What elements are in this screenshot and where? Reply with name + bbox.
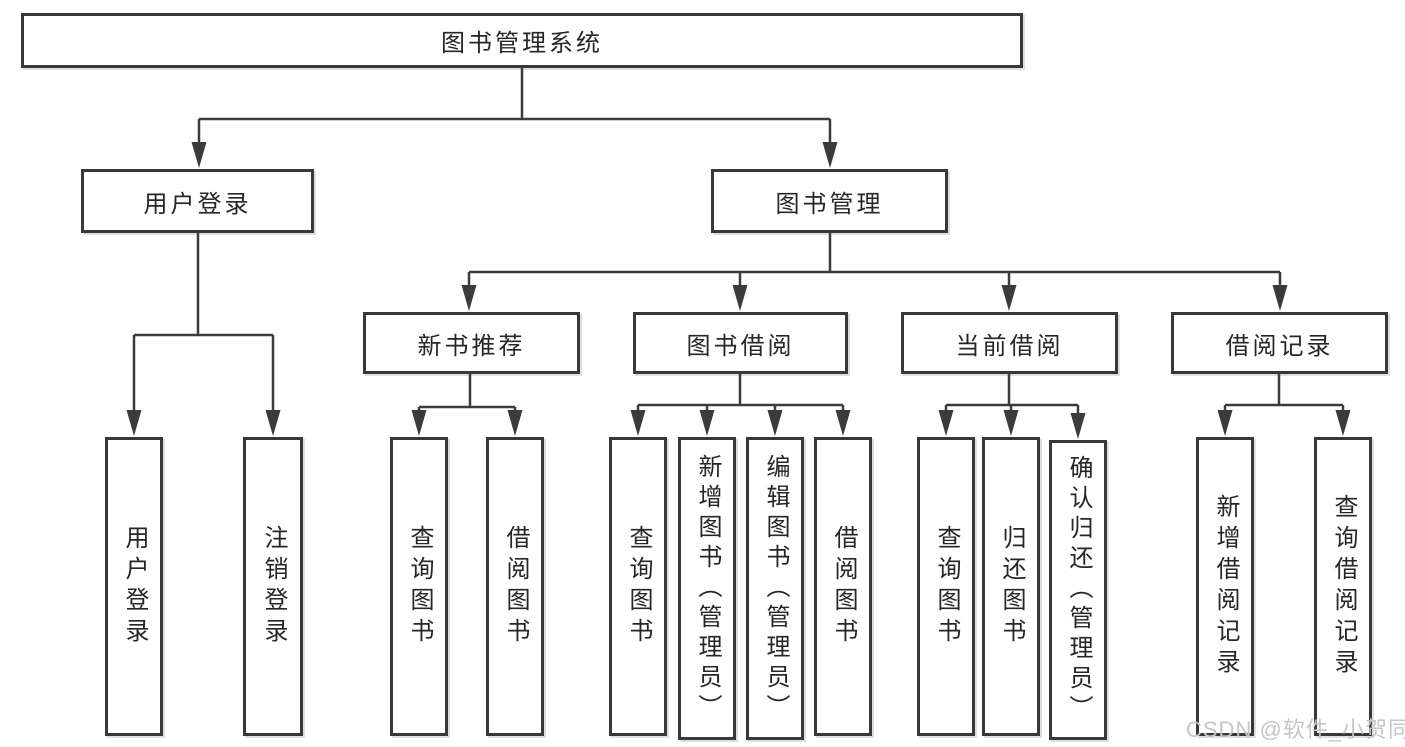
leaf-bb-add-books-admin-label: 新增图书（管理员） [694, 453, 721, 724]
arrowhead [1272, 285, 1288, 311]
arrowhead [1001, 285, 1017, 311]
node-root-label: 图书管理系统 [441, 30, 603, 57]
leaf-nbr-query-books-label: 查询图书 [406, 524, 433, 649]
connector-paths [132, 66, 1345, 417]
connector-currentborrow-to-leaves [944, 374, 1080, 417]
leaf-bb-query-books: 查询图书 [609, 437, 667, 736]
node-book-borrowing: 图书借阅 [633, 312, 848, 374]
leaf-br-add-record: 新增借阅记录 [1196, 437, 1254, 736]
arrowhead [1217, 410, 1233, 436]
arrowhead [126, 410, 142, 436]
node-user-login-label: 用户登录 [143, 190, 252, 218]
arrowhead [767, 410, 783, 436]
leaf-nbr-query-books: 查询图书 [390, 437, 448, 736]
leaf-bb-query-books-label: 查询图书 [625, 524, 652, 649]
node-current-borrowing: 当前借阅 [901, 312, 1118, 374]
connector-bookborrow-to-leaves [636, 374, 845, 414]
leaf-br-query-record: 查询借阅记录 [1314, 437, 1372, 736]
leaf-br-query-record-label: 查询借阅记录 [1330, 493, 1357, 680]
leaf-logout: 注销登录 [243, 437, 303, 736]
arrowhead [1335, 410, 1351, 436]
leaf-bb-edit-books-admin-label: 编辑图书（管理员） [762, 453, 789, 724]
arrowhead [411, 410, 427, 436]
leaf-cb-confirm-return-admin: 确认归还（管理员） [1049, 440, 1107, 740]
leaf-logout-label: 注销登录 [260, 524, 287, 649]
leaf-bb-borrow-books-label: 借阅图书 [830, 524, 857, 649]
watermark: CSDN @软件_小贺同学 [1186, 717, 1405, 742]
node-borrowing-records-label: 借阅记录 [1225, 332, 1334, 360]
arrowhead [732, 285, 748, 311]
arrowhead [630, 410, 646, 436]
arrowhead [699, 410, 715, 436]
leaf-br-add-record-label: 新增借阅记录 [1212, 493, 1239, 680]
leaf-nbr-borrow-books: 借阅图书 [486, 437, 544, 736]
leaf-nbr-borrow-books-label: 借阅图书 [502, 524, 529, 649]
node-new-book-recommend-label: 新书推荐 [417, 332, 526, 360]
leaf-user-login-label: 用户登录 [121, 524, 148, 649]
connector-newbookrec-to-leaves [417, 374, 517, 414]
connector-bookmgmt-to-level3 [467, 233, 1282, 289]
node-book-borrowing-label: 图书借阅 [686, 332, 795, 360]
arrowhead [1003, 410, 1019, 436]
arrowhead [1070, 413, 1086, 439]
leaf-cb-return-books: 归还图书 [982, 437, 1040, 736]
leaf-bb-add-books-admin: 新增图书（管理员） [678, 437, 736, 740]
arrowhead [461, 285, 477, 311]
leaf-cb-query-books-label: 查询图书 [933, 524, 960, 649]
arrowhead [507, 410, 523, 436]
leaf-user-login: 用户登录 [105, 437, 163, 736]
arrowhead [938, 410, 954, 436]
leaf-cb-query-books: 查询图书 [917, 437, 975, 736]
leaf-bb-borrow-books: 借阅图书 [814, 437, 872, 736]
node-root: 图书管理系统 [21, 13, 1023, 68]
node-user-login: 用户登录 [81, 169, 314, 233]
connector-borrowrecords-to-leaves [1223, 374, 1345, 414]
arrowheads [126, 142, 1351, 439]
arrowhead [822, 142, 838, 168]
node-book-management: 图书管理 [711, 169, 948, 233]
node-new-book-recommend: 新书推荐 [363, 312, 580, 374]
node-borrowing-records: 借阅记录 [1171, 312, 1388, 374]
arrowhead [265, 410, 281, 436]
node-current-borrowing-label: 当前借阅 [955, 332, 1064, 360]
leaf-bb-edit-books-admin: 编辑图书（管理员） [746, 437, 804, 740]
connector-userlogin-to-leaves [132, 233, 275, 414]
arrowhead [835, 410, 851, 436]
node-book-management-label: 图书管理 [775, 190, 884, 218]
arrowhead [191, 142, 207, 168]
connector-root-to-level2 [197, 66, 832, 146]
leaf-cb-confirm-return-admin-label: 确认归还（管理员） [1065, 455, 1092, 725]
leaf-cb-return-books-label: 归还图书 [998, 524, 1025, 649]
